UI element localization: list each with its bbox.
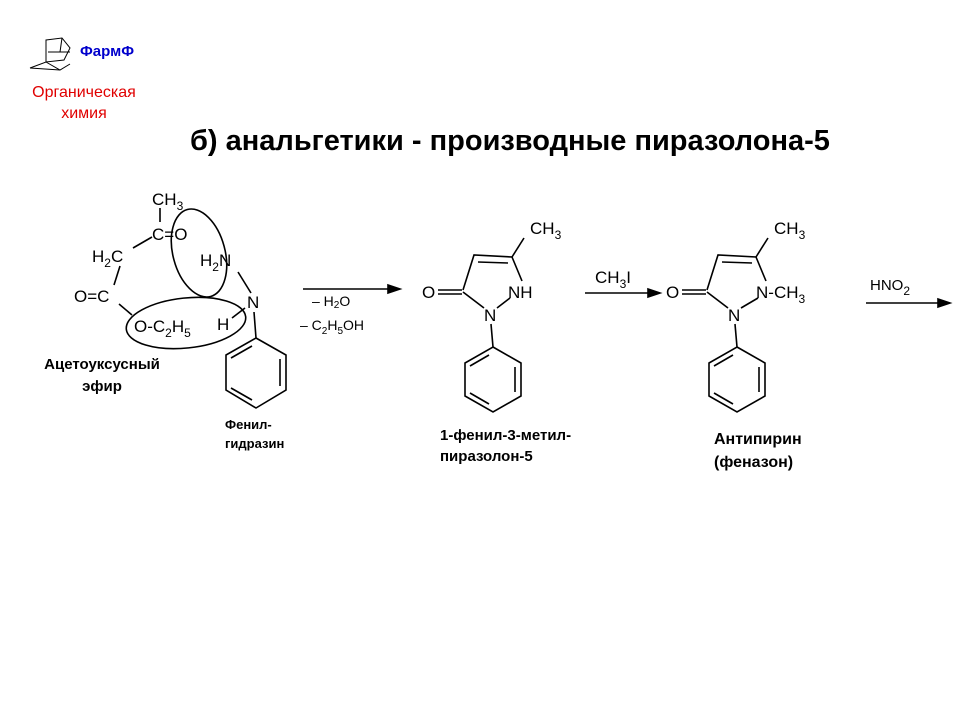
svg-text:(феназон): (феназон) [714, 454, 793, 471]
svg-text:H2C: H2C [92, 247, 123, 270]
subject-line2: химия [61, 105, 107, 122]
svg-text:H: H [217, 315, 229, 334]
svg-text:N-CH3: N-CH3 [756, 283, 806, 306]
reaction-arrow-1: – H2O – C2H5OH [300, 283, 403, 337]
svg-text:C=O: C=O [152, 225, 187, 244]
pyrazolone: O CH3 NH N 1-фенил-3-метил- пиразолон-5 [422, 219, 571, 465]
acetoacetic-ester-label: Ацетоуксусный [44, 356, 160, 373]
svg-text:Антипирин: Антипирин [714, 431, 802, 448]
svg-text:CH3: CH3 [152, 190, 184, 213]
svg-text:N: N [484, 306, 496, 325]
svg-text:– C2H5OH: – C2H5OH [300, 317, 364, 337]
svg-text:H2N: H2N [200, 251, 231, 274]
adamantane-logo-icon [29, 37, 71, 71]
subject-line1: Органическая [32, 84, 136, 101]
svg-text:Фенил-: Фенил- [225, 417, 272, 432]
page-title: б) анальгетики - производные пиразолона-… [190, 125, 830, 157]
highlight-ellipse-carbonyl [170, 208, 228, 298]
svg-text:O: O [666, 283, 679, 302]
svg-text:– H2O: – H2O [312, 293, 350, 311]
acetoacetic-ester: CH3 C=O H2C O=C O-C2H5 Ацетоуксусный эфи… [44, 190, 191, 395]
svg-text:CH3I: CH3I [595, 268, 631, 291]
svg-text:NH: NH [508, 283, 533, 302]
phenylhydrazine: H2N N H Фенил- гидразин [200, 251, 287, 451]
logo-text: ФармФ [80, 43, 134, 60]
highlight-ellipse-ethoxy [125, 296, 247, 350]
svg-text:гидразин: гидразин [225, 436, 284, 451]
svg-text:HNO2: HNO2 [870, 277, 910, 298]
svg-text:CH3: CH3 [774, 219, 806, 242]
svg-text:O-C2H5: O-C2H5 [134, 317, 191, 340]
svg-text:O: O [422, 283, 435, 302]
svg-text:O=C: O=C [74, 287, 109, 306]
svg-text:N: N [728, 306, 740, 325]
antipyrine: O CH3 N-CH3 N Антипирин (феназон) [666, 219, 806, 471]
svg-text:пиразолон-5: пиразолон-5 [440, 448, 533, 465]
svg-text:CH3: CH3 [530, 219, 562, 242]
reaction-arrow-2: CH3I [585, 268, 663, 299]
svg-text:эфир: эфир [82, 378, 122, 395]
svg-text:N: N [247, 293, 259, 312]
svg-text:1-фенил-3-метил-: 1-фенил-3-метил- [440, 427, 571, 444]
reaction-arrow-3: HNO2 [866, 277, 953, 309]
